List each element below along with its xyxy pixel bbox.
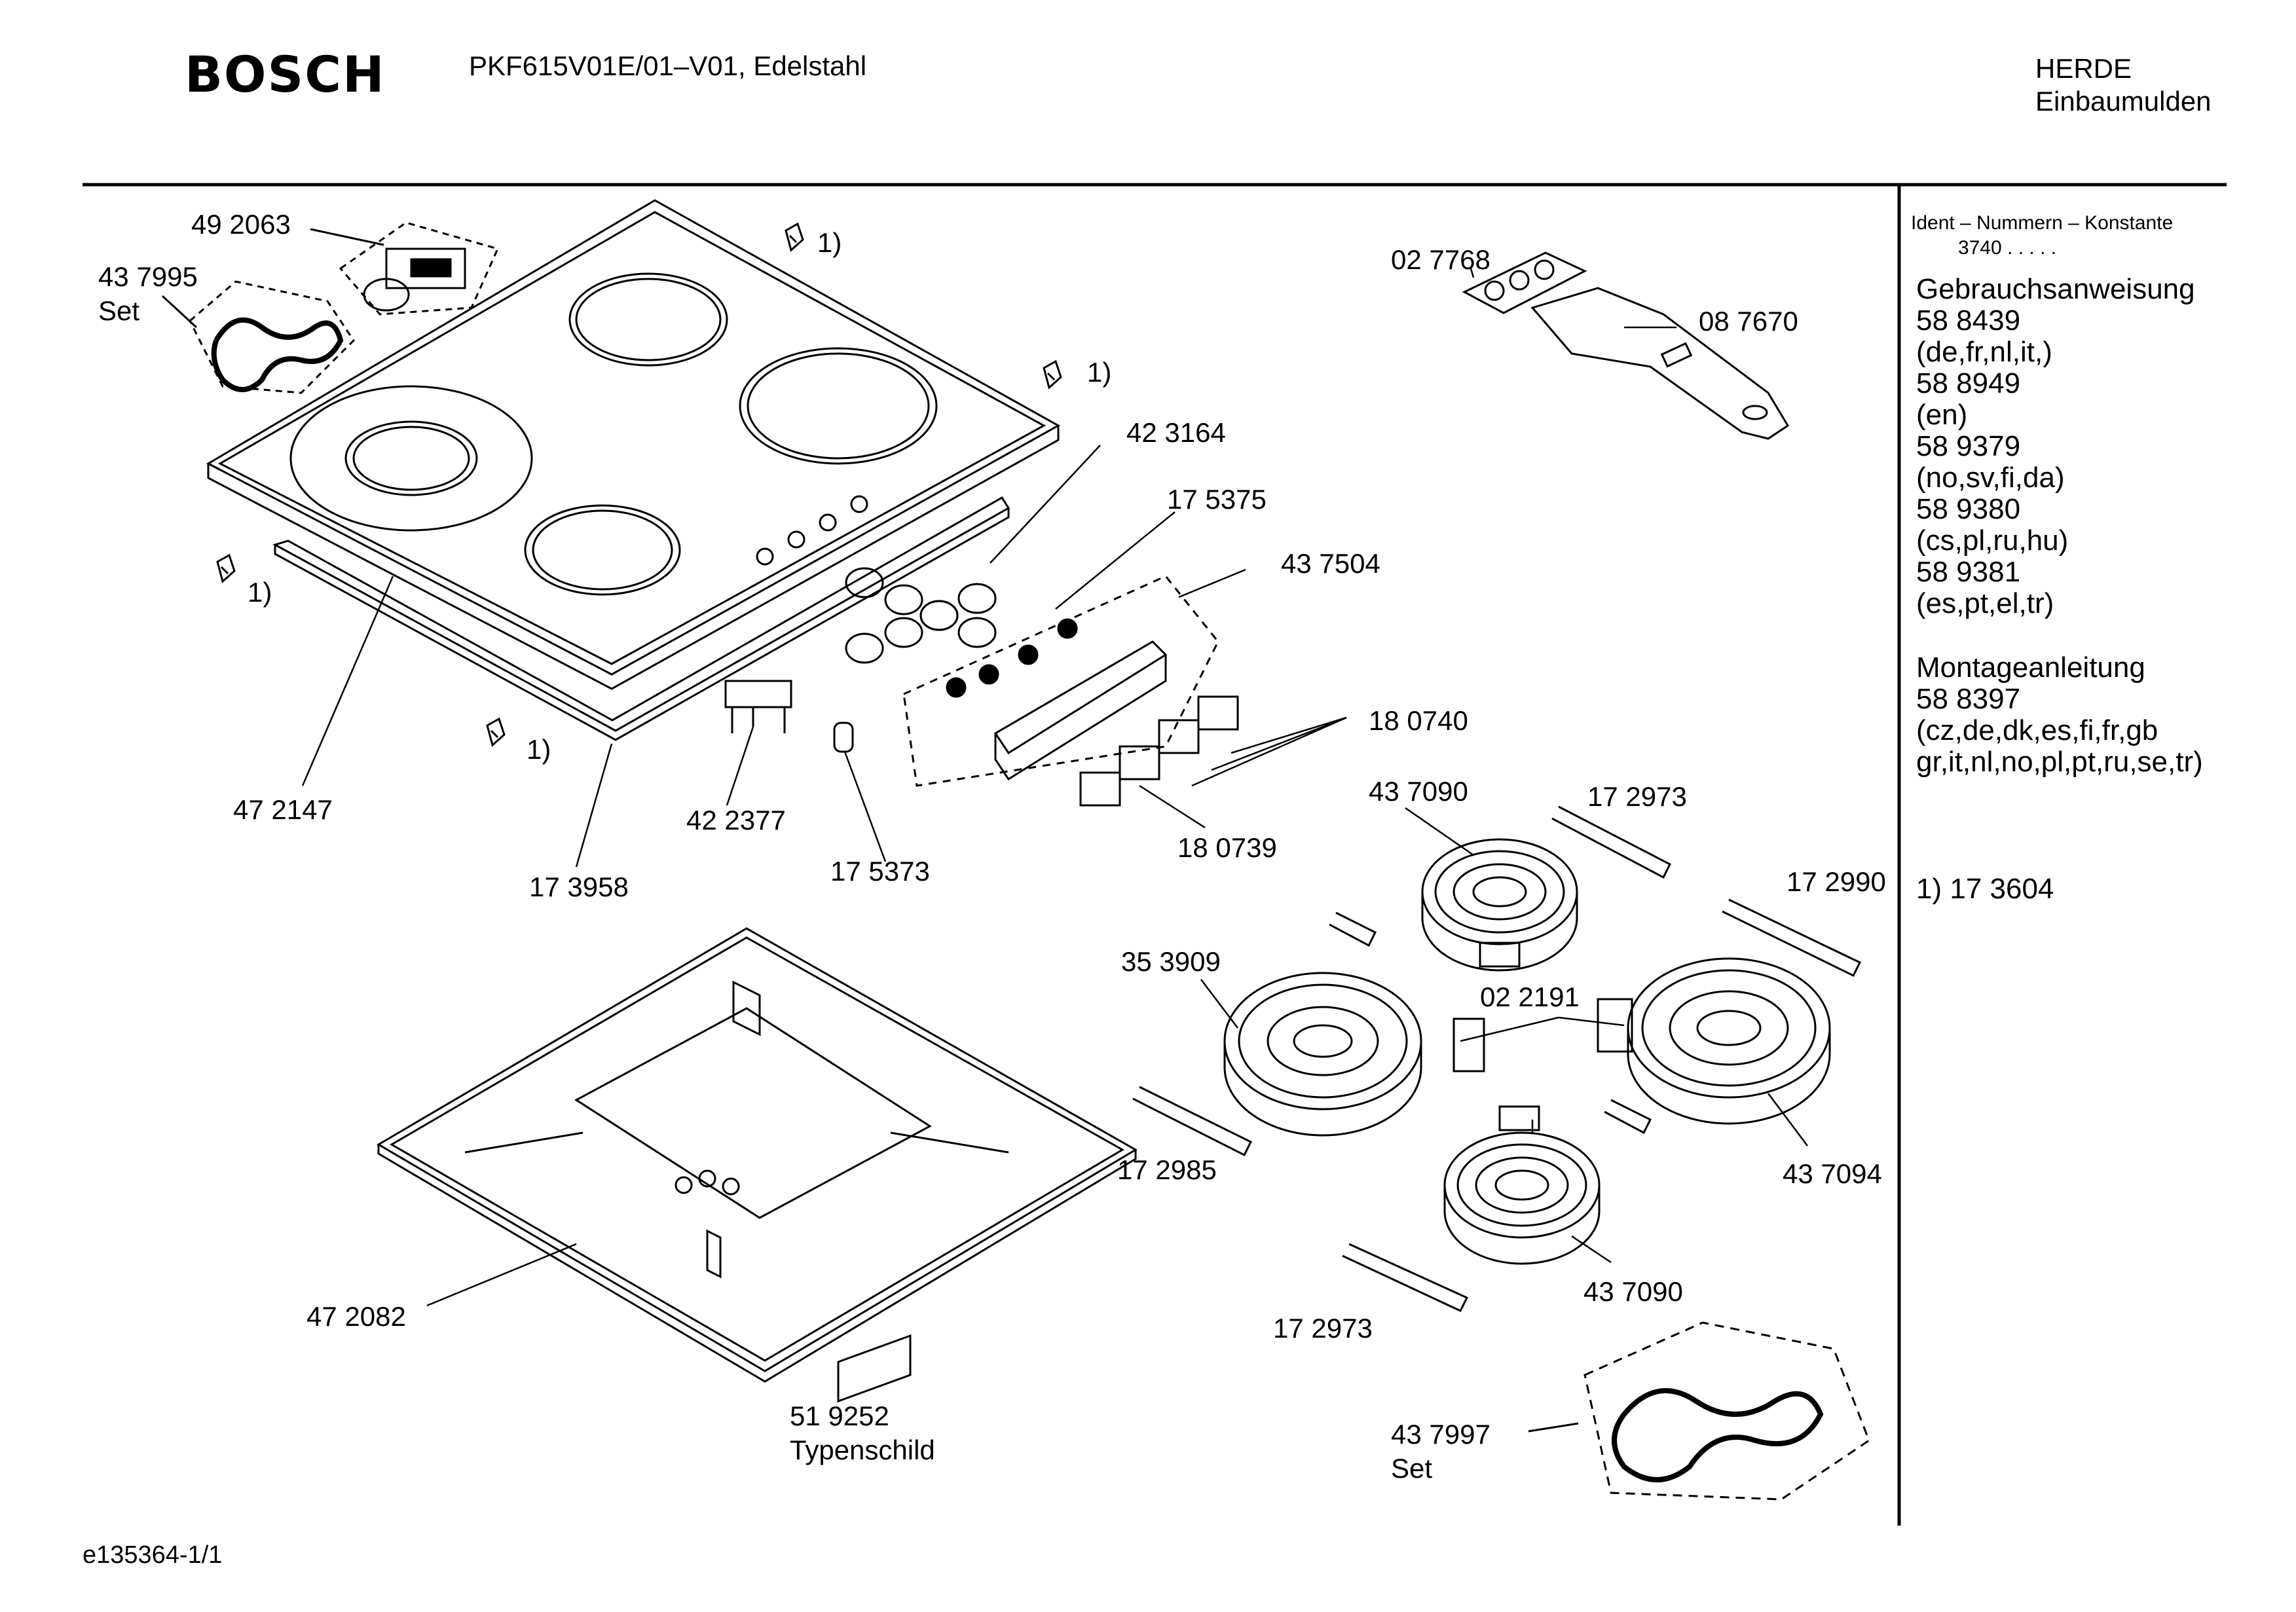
hob-glass-top (206, 199, 1061, 690)
rating-plate (837, 1334, 912, 1403)
leader-lines (301, 268, 1808, 1307)
part-label: 43 7997 (1391, 1419, 1491, 1450)
part-label: 17 2973 (1273, 1313, 1373, 1344)
footnote-marker: 1) (248, 577, 272, 608)
install-langs: (cz,de,dk,es,fi,fr,gb (1916, 714, 2158, 746)
part-label: 18 0740 (1369, 705, 1468, 736)
manual-title: Gebrauchsanweisung (1916, 273, 2195, 305)
part-label: Set (1391, 1453, 1433, 1484)
manual-number: 58 8439 (1916, 304, 2021, 337)
mounting-brackets (1132, 805, 1862, 1312)
manual-number: 58 9381 (1916, 556, 2021, 588)
manual-langs: (no,sv,fi,da) (1916, 462, 2065, 494)
scraper-tool (1462, 251, 1790, 440)
part-label: 47 2082 (306, 1301, 406, 1332)
frame-seal (272, 496, 1010, 741)
brand-logo: BOSCH (185, 45, 386, 103)
part-label: 42 2377 (686, 805, 786, 835)
ident-constant: 3740 . . . . . (1958, 237, 2057, 259)
manual-langs: (es,pt,el,tr) (1916, 587, 2054, 619)
install-title: Montageanleitung (1916, 651, 2145, 684)
part-label: 47 2147 (233, 794, 333, 825)
manual-number: 58 8949 (1916, 367, 2021, 399)
switch-blocks (1079, 695, 1239, 807)
part-label: 17 2985 (1117, 1154, 1217, 1185)
thermostat-part (310, 221, 500, 316)
manual-number: 58 9380 (1916, 493, 2021, 525)
footnote-marker: 1) (817, 227, 842, 258)
heater-43-7090-bottom (1443, 1105, 1601, 1265)
footnote-text: 1) 17 3604 (1916, 873, 2054, 905)
part-label: 02 2191 (1480, 981, 1580, 1012)
manual-langs: (en) (1916, 399, 1968, 431)
footnote-marker: 1) (527, 734, 551, 765)
part-label: 17 2990 (1787, 866, 1886, 897)
bottom-tray (377, 927, 1138, 1383)
part-label: 02 7768 (1391, 244, 1491, 275)
category-line-2: Einbaumulden (2035, 86, 2212, 117)
manual-langs: (cs,pl,ru,hu) (1916, 524, 2069, 557)
part-label: 49 2063 (191, 209, 291, 240)
install-number: 58 8397 (1916, 683, 2021, 715)
model-title: PKF615V01E/01–V01, Edelstahl (469, 50, 867, 81)
part-label: 43 7094 (1783, 1158, 1882, 1189)
part-label: 43 7090 (1583, 1276, 1683, 1307)
control-knobs (845, 567, 997, 664)
ident-title: Ident – Nummern – Konstante (1911, 212, 2174, 234)
sleeve-17-5373 (833, 722, 854, 753)
part-label: 08 7670 (1699, 306, 1798, 337)
heater-35-3909 (1223, 972, 1485, 1137)
part-label: 17 3958 (529, 871, 629, 902)
part-label: 18 0739 (1177, 832, 1277, 863)
part-label: 43 7995 (98, 261, 198, 292)
part-label: 51 9252 (790, 1401, 889, 1431)
heater-43-7094 (1597, 957, 1831, 1125)
cable-set-top (161, 280, 355, 394)
footnote-marker: 1) (1087, 357, 1112, 388)
part-label: 43 7504 (1281, 548, 1380, 579)
document-id: e135364-1/1 (83, 1541, 223, 1569)
part-label: Set (98, 295, 140, 326)
part-label: 17 5375 (1167, 484, 1267, 515)
manual-number: 58 9379 (1916, 430, 2021, 462)
cable-set-bottom (1528, 1321, 1870, 1501)
install-langs: gr,it,nl,no,pl,pt,ru,se,tr) (1916, 746, 2203, 778)
part-label: 17 2973 (1587, 781, 1687, 812)
clamp-icon (216, 222, 1062, 747)
heater-43-7090-top (1421, 838, 1578, 972)
part-label: 35 3909 (1121, 946, 1221, 977)
part-label: Typenschild (790, 1435, 935, 1465)
manual-langs: (de,fr,nl,it,) (1916, 336, 2052, 368)
part-label: 17 5373 (830, 856, 930, 887)
part-label: 43 7090 (1369, 776, 1468, 807)
category-line-1: HERDE (2035, 53, 2132, 84)
part-label: 42 3164 (1126, 417, 1226, 448)
control-panel-43-7504 (902, 575, 1219, 787)
fastener-42-2377 (724, 680, 792, 733)
